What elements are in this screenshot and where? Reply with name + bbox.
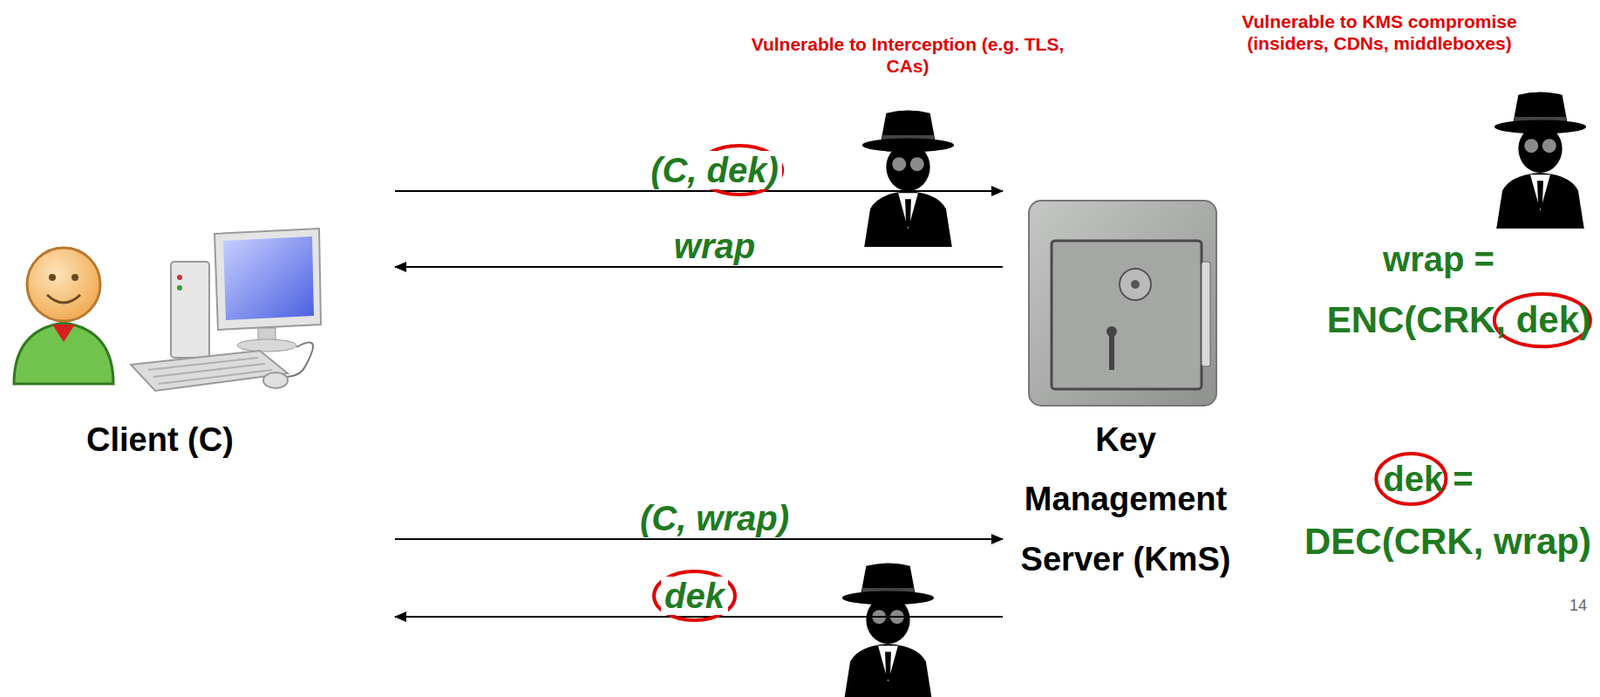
- warning-note: Vulnerable to Interception (e.g. TLS, CA…: [750, 33, 1065, 77]
- formula: ENC(CRK, dek): [1327, 299, 1592, 341]
- page-number: 14: [1569, 596, 1587, 616]
- formula: wrap =: [1382, 238, 1495, 280]
- formula: dek =: [1382, 458, 1473, 499]
- message-arrow: [394, 265, 1003, 268]
- message-arrow: [394, 615, 1003, 618]
- safe-icon: [1028, 200, 1217, 406]
- spy-icon: [842, 562, 934, 697]
- node-label: Key Management Server (KmS): [1002, 409, 1249, 589]
- highlight-ring: [653, 571, 736, 620]
- spy-icon: [862, 109, 954, 247]
- message-arrow: [394, 190, 1003, 192]
- node-label: Client (C): [86, 409, 348, 470]
- message-label: (C, dek): [646, 150, 783, 190]
- actor-node: Key Management Server (KmS): [1002, 187, 1249, 637]
- spy-icon: [1494, 91, 1587, 229]
- computer-icon: [130, 228, 321, 391]
- message-label: (C, wrap): [636, 498, 793, 538]
- message-arrow: [394, 537, 1003, 540]
- warning-note: Vulnerable to KMS compromise (insiders, …: [1209, 10, 1550, 55]
- actor-node: Client (C): [6, 217, 395, 637]
- person-icon: [13, 247, 114, 384]
- message-label: dek: [660, 576, 729, 615]
- formula: DEC(CRK, wrap): [1304, 520, 1592, 563]
- message-label: wrap: [670, 226, 759, 266]
